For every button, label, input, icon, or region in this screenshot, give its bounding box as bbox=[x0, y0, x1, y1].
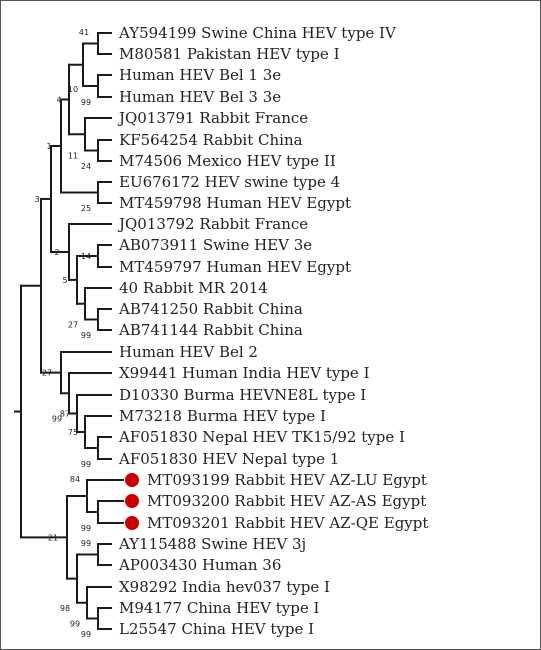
leaf-label: MT093200 Rabbit HEV AZ-AS Egypt bbox=[147, 492, 426, 510]
bootstrap-value: 98 bbox=[60, 604, 70, 613]
bootstrap-value: 21 bbox=[48, 533, 58, 542]
highlight-marker-icon bbox=[125, 516, 139, 530]
leaf-label: M80581 Pakistan HEV type I bbox=[119, 45, 340, 63]
bootstrap-value: 99 bbox=[81, 630, 91, 639]
leaf-label: M94177 China HEV type I bbox=[119, 599, 320, 617]
leaf-label: MT459797 Human HEV Egypt bbox=[119, 258, 351, 276]
bootstrap-value: 87 bbox=[60, 410, 70, 419]
leaf-label: MT093199 Rabbit HEV AZ-LU Egypt bbox=[147, 471, 427, 489]
bootstrap-value: 99 bbox=[70, 620, 80, 629]
bootstrap-value: 1 bbox=[46, 142, 51, 151]
leaf-label: AB741144 Rabbit China bbox=[118, 321, 303, 339]
bootstrap-value: 11 bbox=[68, 152, 78, 161]
leaf-label: Human HEV Bel 1 3e bbox=[119, 66, 281, 84]
bootstrap-value: 27 bbox=[42, 369, 52, 378]
leaf-label: AB741250 Rabbit China bbox=[118, 300, 303, 318]
bootstrap-value: 41 bbox=[79, 28, 89, 37]
leaf-label: AP003430 Human 36 bbox=[118, 556, 281, 574]
leaf-label: KF564254 Rabbit China bbox=[119, 131, 303, 149]
highlight-marker-icon bbox=[125, 473, 139, 487]
leaf-label: MT093201 Rabbit HEV AZ-QE Egypt bbox=[147, 514, 428, 532]
leaf-label: JQ013791 Rabbit France bbox=[117, 109, 308, 127]
leaf-label: X98292 India hev037 type I bbox=[119, 578, 330, 596]
leaf-label: D10330 Burma HEVNE8L type I bbox=[119, 386, 366, 404]
leaf-label: AY115488 Swine HEV 3j bbox=[118, 535, 306, 553]
bootstrap-value: 5 bbox=[62, 276, 67, 285]
bootstrap-value: 24 bbox=[81, 162, 91, 171]
leaf-label: MT459798 Human HEV Egypt bbox=[119, 194, 351, 212]
leaf-label: AB073911 Swine HEV 3e bbox=[118, 236, 312, 254]
bootstrap-value: 99 bbox=[52, 415, 62, 424]
leaf-label: JQ013792 Rabbit France bbox=[117, 215, 308, 233]
leaf-label: 40 Rabbit MR 2014 bbox=[119, 279, 268, 297]
leaf-label: M73218 Burma HEV type I bbox=[119, 407, 326, 425]
leaf-label: AF051830 HEV Nepal type 1 bbox=[118, 450, 339, 468]
highlight-marker-icon bbox=[125, 494, 139, 508]
leaf-label: Human HEV Bel 2 bbox=[119, 343, 258, 361]
bootstrap-value: 99 bbox=[81, 331, 91, 340]
bootstrap-value: 4 bbox=[56, 96, 61, 105]
bootstrap-value: 3 bbox=[34, 195, 39, 204]
leaf-label: Human HEV Bel 3 3e bbox=[119, 88, 281, 106]
bootstrap-value: 99 bbox=[81, 98, 91, 107]
bootstrap-value: 25 bbox=[81, 204, 91, 213]
bootstrap-value: 75 bbox=[68, 428, 78, 437]
leaf-label: L25547 China HEV type I bbox=[119, 620, 314, 638]
bootstrap-value: 84 bbox=[70, 475, 80, 484]
leaf-labels: AY594199 Swine China HEV type IV M80581 P… bbox=[117, 24, 428, 638]
leaf-label: AY594199 Swine China HEV type IV bbox=[118, 24, 397, 42]
bootstrap-value: 27 bbox=[68, 321, 78, 330]
bootstrap-value: 10 bbox=[68, 85, 78, 94]
bootstrap-value: 99 bbox=[81, 524, 91, 533]
bootstrap-value: 14 bbox=[81, 252, 91, 261]
leaf-label: X99441 Human India HEV type I bbox=[119, 364, 370, 382]
branches bbox=[14, 32, 124, 630]
bootstrap-value: 99 bbox=[81, 460, 91, 469]
bootstrap-value: 2 bbox=[54, 248, 59, 257]
bootstrap-value: 99 bbox=[81, 539, 91, 548]
leaf-label: EU676172 HEV swine type 4 bbox=[119, 173, 340, 191]
leaf-label: M74506 Mexico HEV type II bbox=[119, 152, 336, 170]
leaf-label: AF051830 Nepal HEV TK15/92 type I bbox=[118, 428, 405, 446]
